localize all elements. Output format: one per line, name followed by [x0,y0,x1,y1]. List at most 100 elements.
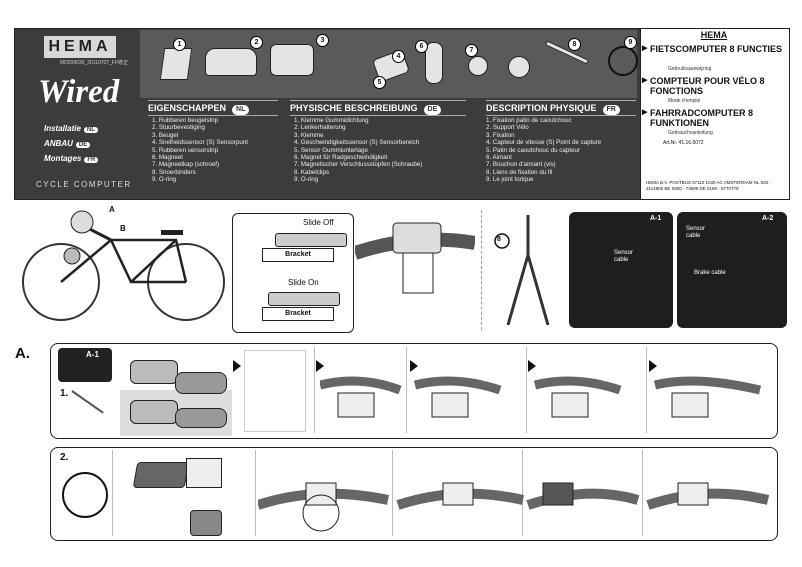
part-number-6: 6 [415,40,428,53]
part-number-8: 8 [568,38,581,51]
parts-list-de: 1. Klemme Gummidichtung 2. Lenkerhalteru… [294,117,422,184]
part-number-2: 2 [250,36,263,49]
list-item: 4. Snelheidssensor (S) Sensorpunt [152,139,248,147]
list-item: 8. Liens de fixation du fil [486,168,553,176]
sensor-photo [190,510,222,536]
parts-list-fr: 1. Fixation patin de caoutchouc 2. Suppo… [486,117,601,184]
company-address: HEMA B.V. POSTBUS 37110 1030 AC AMSTERDA… [646,180,771,191]
computer-unit-top [275,233,347,247]
bracket-part [130,400,178,424]
fork-steps [258,482,770,532]
slide-off-label: Slide Off [303,218,334,227]
handlebar-steps [320,376,762,418]
subtitle-de: Gebrauchsanleitung [668,130,713,136]
sensor-part [132,462,190,488]
list-item: 2. Lenkerhalterung [294,124,346,132]
part-cable-tie [545,40,589,65]
list-item: 9. O-ring [152,176,177,184]
part-bracket [270,44,314,76]
list-item: 4. Geschwindigkeitssensor (S) Sensorbere… [294,139,420,147]
bracket-top: Bracket [262,248,334,262]
step-detail [244,350,306,432]
step-2-label: 2. [60,452,69,463]
part-magnet [468,56,488,76]
part-rubber-strip [159,48,193,80]
list-item: 3. Klemme [294,131,324,139]
part-number-9: 9 [624,36,637,49]
part-number-4: 4 [392,50,405,63]
list-item: 3. Beugel [152,131,179,139]
brand-logo: HEMA [44,36,116,58]
slide-on-label: Slide On [288,278,319,287]
list-item: 5. Sensor Gummiunterlage [294,146,368,154]
list-item: 7. Magnetischer Verschlussstopfen (Schra… [294,161,423,169]
sensor-cable-label-1: Sensor cable [614,250,634,263]
sensor-detail [186,458,222,488]
product-name: Wired [38,74,120,110]
parts-list-nl: 1. Rubberen beugelstrip 2. Stuurbevestig… [152,117,248,184]
list-item: 6. Magnet für Radgeschwindigkeit [294,154,388,162]
part-number-1: 1 [173,38,186,51]
photo-a1-label: A-1 [650,215,662,222]
photo-a2-label: A-2 [762,215,774,222]
photo-a2 [677,212,787,328]
step-divider [646,347,647,433]
step-divider [642,450,643,536]
o-ring-icon [62,472,108,518]
bracket-part [130,360,178,384]
bike-label-b: B [120,224,126,233]
a1-thumbnail [58,348,112,382]
title-box-brand: HEMA [700,30,728,40]
step-arrow-icon [528,360,536,372]
list-item: 8. Snoerbinders [152,168,196,176]
section-a-label: A. [15,345,30,362]
step-divider [255,450,256,536]
list-item: 9. Le joint torique [486,176,534,184]
step-arrow-icon [410,360,418,372]
bike-illustration [22,210,225,321]
fork-number: 8 [497,236,501,243]
a1-thumbnail-label: A-1 [86,350,99,359]
list-item: 6. Aimant [486,154,512,162]
part-number-7: 7 [465,44,478,57]
step-divider [314,347,315,433]
parts-strip: 1 2 3 4 5 6 7 8 9 [140,30,638,98]
step-divider [406,347,407,433]
title-fr: ▶COMPTEUR POUR VÉLO 8 FONCTIONS [642,76,765,96]
part-sensor-pad [425,42,443,84]
bracket-bottom: Bracket [262,307,334,321]
part-number-3: 3 [316,34,329,47]
divider [481,210,482,330]
step-1-label: 1. [60,388,69,399]
step-divider [526,347,527,433]
list-item: 1. Rubberen beugelstrip [152,117,219,124]
title-box [640,28,790,200]
step-divider [522,450,523,536]
subtitle-fr: Mode d'emploi [668,98,701,104]
part-o-ring [608,46,638,76]
list-item: 2. Stuurbevestiging [152,124,205,132]
step-arrow-icon [316,360,324,372]
list-item: 7. Magneetkap (schroef) [152,161,220,169]
list-item: 7. Bouchon d'aimant (vis) [486,161,556,169]
photo-a1 [569,212,673,328]
list-item: 8. Kabelclips [294,168,330,176]
step-arrow-icon [233,360,241,372]
bike-label-a: A [109,205,115,214]
mount-part [175,372,227,394]
brake-cable-label: Brake cable [694,270,726,276]
list-item: 2. Support Vélo [486,124,529,132]
list-item: 1. Klemme Gummidichtung [294,117,369,124]
article-number: Art.Nr. 41.16.6072 [663,140,704,146]
product-code: MD599630_20110707_FF修正 [60,60,129,66]
title-nl: ▶FIETSCOMPUTER 8 FUNCTIES [642,44,783,54]
list-item: 6. Magneet [152,154,183,162]
list-item: 5. Rubberen sensorstrip [152,146,219,154]
fork-illustration [494,215,550,325]
